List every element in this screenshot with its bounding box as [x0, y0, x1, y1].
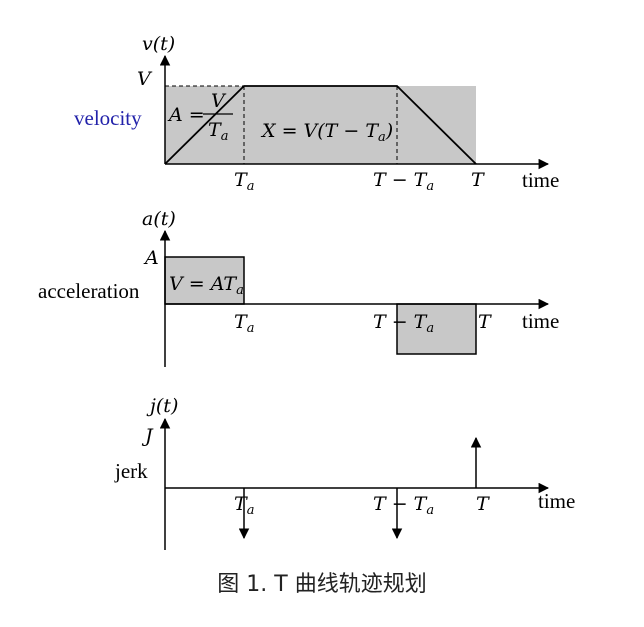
velocity-panel: v(t) V velocity A = V Ta X = V(T − Ta) T… — [74, 33, 559, 194]
time-label-v: time — [522, 168, 559, 192]
j-axis-label: j(t) — [146, 395, 178, 417]
j-level-label: J — [141, 425, 154, 447]
svg-text:A =: A = — [167, 104, 205, 126]
svg-text:V: V — [211, 90, 227, 112]
acceleration-label: acceleration — [38, 279, 140, 303]
v-level-label: V — [137, 68, 153, 90]
v-axis-label: v(t) — [142, 33, 175, 55]
tick-t-minus-ta-a: T − Ta — [373, 311, 434, 336]
tick-t-v: T — [471, 169, 485, 191]
jerk-label: jerk — [114, 459, 148, 483]
area-formula-mid: X = V(T − Ta) — [260, 120, 393, 145]
a-level-label: A — [143, 247, 159, 269]
tick-t-j: T — [476, 493, 490, 515]
velocity-curve — [164, 85, 477, 165]
tick-t-minus-ta-v: T − Ta — [373, 169, 434, 194]
jerk-panel: j(t) J jerk Ta T − Ta T time — [114, 395, 575, 550]
velocity-area — [165, 86, 476, 164]
time-label-j: time — [538, 489, 575, 513]
figure-caption: 图 1. T 曲线轨迹规划 — [217, 572, 427, 597]
tick-t-minus-ta-j: T − Ta — [373, 493, 434, 518]
t-curve-diagram: v(t) V velocity A = V Ta X = V(T − Ta) T… — [38, 33, 575, 550]
time-label-a: time — [522, 309, 559, 333]
a-axis-label: a(t) — [142, 208, 176, 230]
velocity-label: velocity — [74, 106, 142, 130]
accel-area-formula: V = ATa — [169, 273, 244, 298]
acceleration-panel: a(t) A acceleration V = ATa Ta T − Ta T … — [38, 208, 559, 367]
tick-t-a: T — [478, 311, 492, 333]
tick-ta-j: Ta — [234, 493, 254, 518]
tick-ta-a: Ta — [234, 311, 254, 336]
accel-negative-area — [396, 303, 477, 355]
tick-ta-v: Ta — [234, 169, 254, 194]
